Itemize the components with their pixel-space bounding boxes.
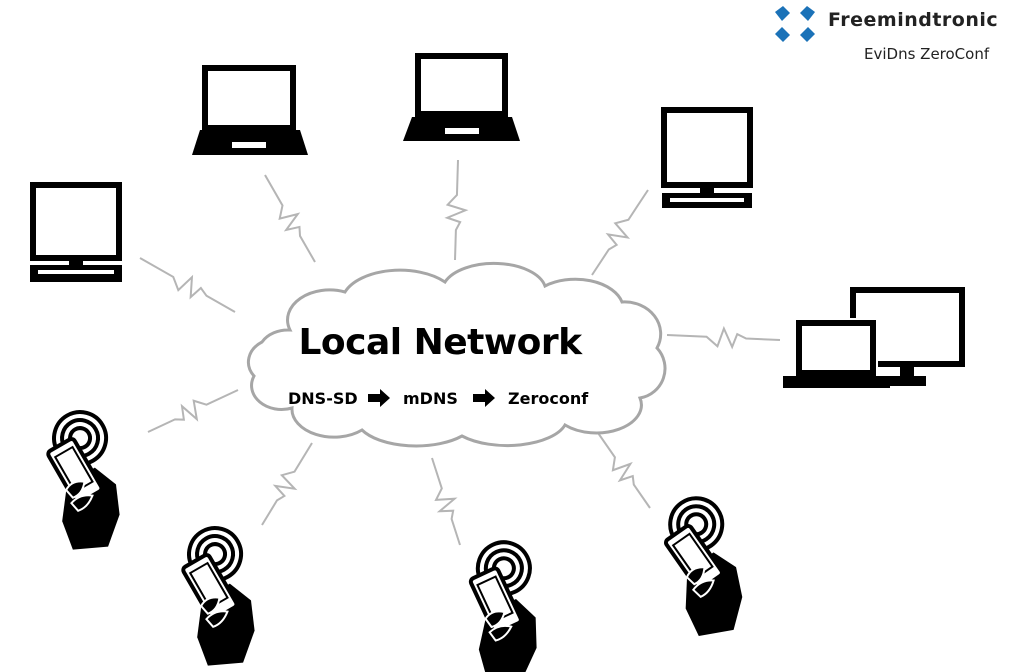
wireless-link — [591, 189, 649, 276]
laptop-icon — [192, 65, 308, 155]
wireless-link — [666, 325, 781, 350]
protocol-mdns: mDNS — [403, 389, 458, 408]
smartphone-in-hand-icon — [468, 540, 537, 672]
laptop-and-monitor-icon — [783, 287, 965, 388]
protocol-zeroconf: Zeroconf — [508, 389, 589, 408]
smartphone-in-hand-icon — [181, 526, 255, 666]
wireless-link — [139, 257, 236, 313]
wireless-links — [139, 159, 781, 546]
arrow-icon — [368, 389, 390, 407]
laptop-icon — [403, 53, 520, 141]
smartphone-in-hand-icon — [46, 410, 120, 550]
brand-name: Freemindtronic — [828, 9, 999, 31]
wireless-link — [147, 389, 239, 433]
desktop-monitor-icon — [30, 182, 122, 282]
wireless-link — [431, 457, 461, 546]
desktop-monitor-icon — [661, 107, 753, 208]
wireless-link — [261, 442, 313, 526]
wireless-link — [595, 429, 651, 509]
wireless-link — [264, 174, 316, 263]
protocol-dns-sd: DNS-SD — [288, 389, 358, 408]
wireless-link — [444, 159, 469, 261]
cloud-shape — [246, 261, 667, 448]
smartphone-in-hand-icon — [664, 496, 743, 636]
cloud-title: Local Network — [298, 322, 582, 363]
arrow-icon — [473, 389, 495, 407]
product-name: EviDns ZeroConf — [864, 45, 990, 63]
freemindtronic-logo-icon — [775, 6, 815, 42]
